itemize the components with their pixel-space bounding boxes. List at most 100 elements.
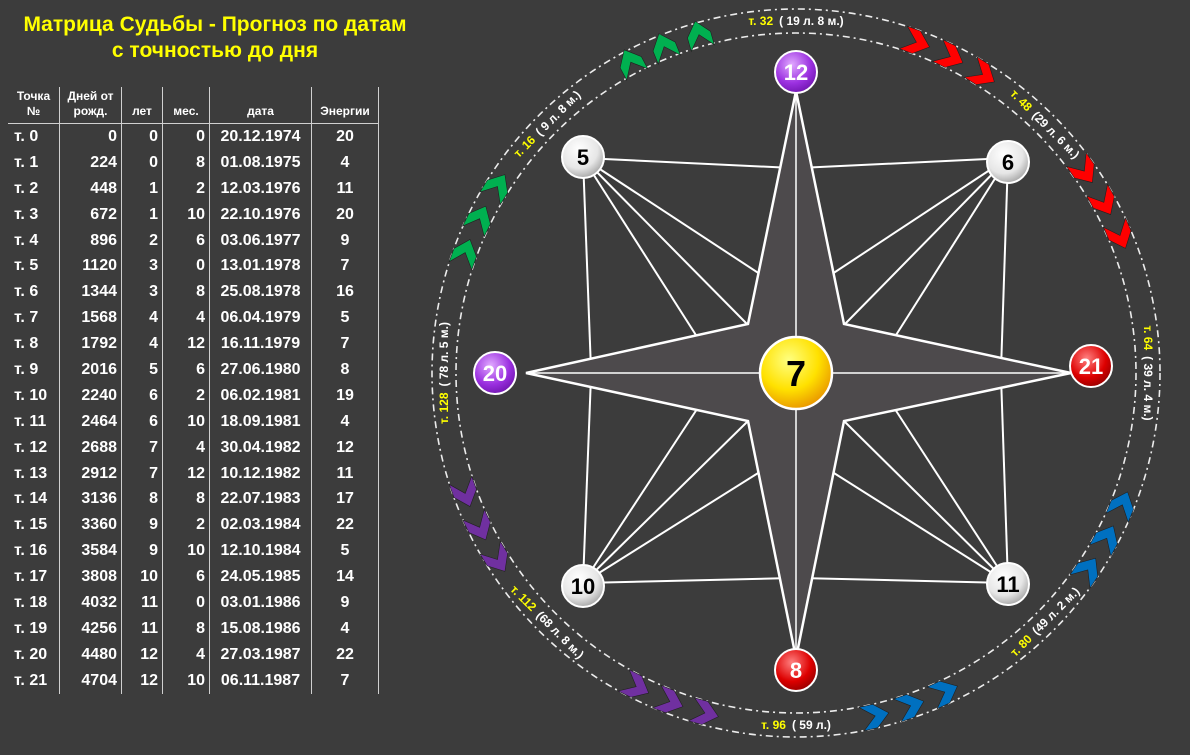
cell-energy: 5 — [311, 538, 379, 565]
connector-line — [825, 157, 1009, 279]
cell-date: 06.11.1987 — [209, 667, 312, 694]
connector-line — [582, 467, 767, 584]
chevron-icon — [687, 20, 715, 53]
cell-point: т. 14 — [8, 486, 60, 513]
cell-days: 0 — [59, 123, 122, 150]
cell-point: т. 18 — [8, 590, 60, 616]
chevron-icon — [1069, 557, 1099, 589]
cell-energy: 22 — [311, 641, 379, 668]
cell-years: 10 — [121, 564, 163, 591]
cell-days: 2016 — [59, 357, 122, 383]
cell-days: 224 — [59, 149, 122, 176]
ring-label-age: ( 59 л.) — [792, 718, 831, 732]
cell-energy: 11 — [311, 460, 379, 487]
cell-date: 24.05.1985 — [209, 564, 312, 591]
cell-date: 01.08.1975 — [209, 149, 312, 176]
node-circle — [561, 564, 605, 608]
ring-label-age: ( 39 л. 4 м.) — [1141, 356, 1155, 421]
cell-point: т. 16 — [8, 538, 60, 565]
cell-months: 10 — [162, 667, 210, 694]
chevron-icon — [1088, 525, 1118, 558]
cell-months: 8 — [162, 615, 210, 642]
chevron-icon — [926, 680, 958, 710]
cell-point: т. 19 — [8, 615, 60, 642]
cell-energy: 12 — [311, 434, 379, 461]
chevron-icon — [651, 684, 684, 714]
header-days: Дней от рожд. — [59, 87, 122, 124]
cell-date: 16.11.1979 — [209, 331, 312, 358]
cell-months: 4 — [162, 641, 210, 668]
chevron-icon — [652, 33, 682, 65]
ring-label-point: т. 128 — [437, 392, 451, 424]
chevron-icon — [892, 694, 925, 723]
chevron-icon — [931, 39, 964, 68]
cell-years: 12 — [121, 641, 163, 668]
cell-days: 1344 — [59, 279, 122, 306]
connector-line — [582, 420, 749, 584]
connector-line — [825, 467, 1009, 584]
node-top-left: 5 — [561, 135, 605, 179]
cell-energy: 20 — [311, 201, 379, 228]
cell-years: 0 — [121, 123, 163, 150]
cell-days: 1120 — [59, 253, 122, 280]
center-node: 7 — [758, 335, 834, 411]
cell-months: 2 — [162, 512, 210, 539]
cell-days: 672 — [59, 201, 122, 228]
cell-energy: 7 — [311, 331, 379, 358]
cell-years: 3 — [121, 253, 163, 280]
cell-months: 8 — [162, 279, 210, 306]
cell-months: 12 — [162, 331, 210, 358]
connector-line — [843, 420, 1009, 584]
cell-months: 8 — [162, 149, 210, 176]
cell-years: 1 — [121, 201, 163, 228]
cell-years: 8 — [121, 486, 163, 513]
node-circle — [561, 135, 605, 179]
connector-line — [582, 402, 702, 584]
cell-years: 4 — [121, 305, 163, 332]
cell-days: 3360 — [59, 512, 122, 539]
cell-energy: 16 — [311, 279, 379, 306]
cell-energy: 5 — [311, 305, 379, 332]
cell-years: 5 — [121, 357, 163, 383]
cell-date: 18.09.1981 — [209, 408, 312, 435]
cell-days: 448 — [59, 175, 122, 202]
cell-energy: 19 — [311, 382, 379, 409]
node-value: 6 — [1002, 150, 1014, 175]
ring-label-point: т. 48 — [1007, 87, 1035, 115]
node-circle — [1069, 344, 1113, 388]
cell-date: 12.10.1984 — [209, 538, 312, 565]
cell-days: 2688 — [59, 434, 122, 461]
cell-days: 4480 — [59, 641, 122, 668]
cell-point: т. 15 — [8, 512, 60, 539]
forecast-table: Точка № Дней от рожд. лет мес. дата Энер… — [8, 87, 379, 694]
ring-label-age: ( 78 л. 5 м.) — [437, 322, 451, 387]
cell-energy: 22 — [311, 512, 379, 539]
cell-date: 30.04.1982 — [209, 434, 312, 461]
cell-point: т. 9 — [8, 357, 60, 383]
cell-months: 2 — [162, 175, 210, 202]
cell-years: 7 — [121, 434, 163, 461]
cell-days: 4704 — [59, 667, 122, 694]
cell-date: 13.01.1978 — [209, 253, 312, 280]
cell-energy: 4 — [311, 149, 379, 176]
node-circle — [774, 648, 818, 692]
connector-line — [582, 157, 767, 279]
cell-date: 25.08.1978 — [209, 279, 312, 306]
header-date: дата — [209, 87, 312, 124]
chevron-icon — [462, 508, 491, 541]
cell-years: 1 — [121, 175, 163, 202]
cell-days: 1568 — [59, 305, 122, 332]
ring-label-point: т. 32 — [748, 14, 773, 28]
